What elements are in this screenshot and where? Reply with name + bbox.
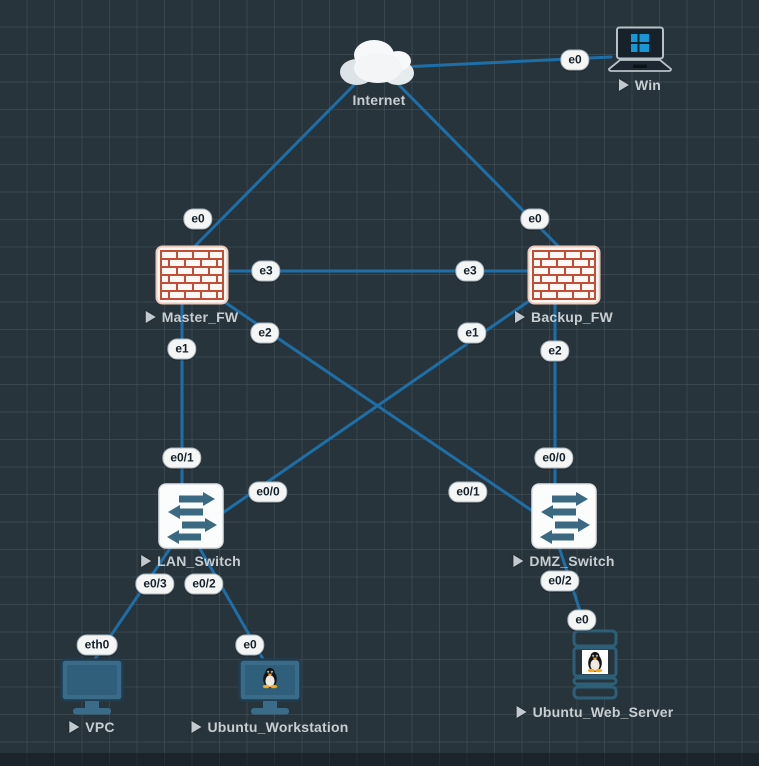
monitor-icon — [60, 658, 124, 715]
port-label: e0 — [235, 634, 265, 656]
port-label: e0 — [183, 208, 213, 230]
linux-server-icon — [572, 629, 618, 700]
firewall-icon — [527, 245, 601, 305]
node-lan-switch[interactable]: LAN_Switch — [141, 483, 241, 569]
node-label-backup-fw: Backup_FW — [515, 309, 613, 325]
node-label-ubuntu-workstation: Ubuntu_Workstation — [191, 719, 348, 735]
play-icon — [141, 555, 152, 567]
port-label: e0/1 — [448, 481, 488, 503]
node-internet[interactable]: Internet — [335, 36, 423, 108]
play-icon — [513, 555, 524, 567]
node-label-lan-switch: LAN_Switch — [141, 553, 241, 569]
ethernet-switch-icon — [158, 483, 224, 549]
tux-icon — [262, 667, 278, 689]
canvas-bottom-edge — [0, 753, 759, 766]
port-label: e0 — [567, 609, 597, 631]
node-dmz-switch[interactable]: DMZ_Switch — [513, 483, 614, 569]
node-win[interactable]: Win — [606, 26, 674, 93]
node-label-master-fw: Master_FW — [145, 309, 238, 325]
play-icon — [69, 721, 80, 733]
node-ubuntu-workstation[interactable]: Ubuntu_Workstation — [191, 658, 348, 735]
node-label-win: Win — [618, 77, 661, 93]
port-label: e3 — [251, 260, 281, 282]
port-label: e0 — [560, 49, 590, 71]
play-icon — [191, 721, 202, 733]
node-label-ubuntu-web-server: Ubuntu_Web_Server — [516, 704, 674, 720]
play-icon — [515, 311, 526, 323]
port-label: e0/1 — [162, 447, 202, 469]
port-label: e0/0 — [248, 481, 288, 503]
node-label-internet: Internet — [352, 92, 406, 108]
linux-monitor-icon — [238, 658, 302, 715]
cloud-icon — [340, 40, 414, 85]
port-label: e0 — [520, 208, 550, 230]
node-vpc[interactable]: VPC — [60, 658, 124, 735]
port-label: e1 — [167, 338, 197, 360]
node-ubuntu-web-server[interactable]: Ubuntu_Web_Server — [516, 629, 673, 720]
play-icon — [618, 79, 629, 91]
port-label: e3 — [455, 260, 485, 282]
play-icon — [516, 706, 527, 718]
firewall-icon — [155, 245, 229, 305]
port-label: e1 — [457, 322, 487, 344]
port-label: e0/0 — [534, 447, 574, 469]
node-master-fw[interactable]: Master_FW — [145, 245, 238, 325]
windows-laptop-icon — [608, 26, 672, 72]
tux-icon — [587, 651, 603, 673]
node-label-vpc: VPC — [69, 719, 114, 735]
port-label: eth0 — [76, 634, 118, 656]
node-backup-fw[interactable]: Backup_FW — [515, 245, 613, 325]
ethernet-switch-icon — [531, 483, 597, 549]
node-label-dmz-switch: DMZ_Switch — [513, 553, 614, 569]
port-label: e0/2 — [540, 570, 580, 592]
link-internet-master-fw[interactable] — [193, 80, 359, 248]
play-icon — [145, 311, 156, 323]
port-label: e0/2 — [184, 573, 224, 595]
port-label: e0/3 — [135, 573, 175, 595]
port-label: e2 — [540, 340, 570, 362]
port-label: e2 — [250, 322, 280, 344]
